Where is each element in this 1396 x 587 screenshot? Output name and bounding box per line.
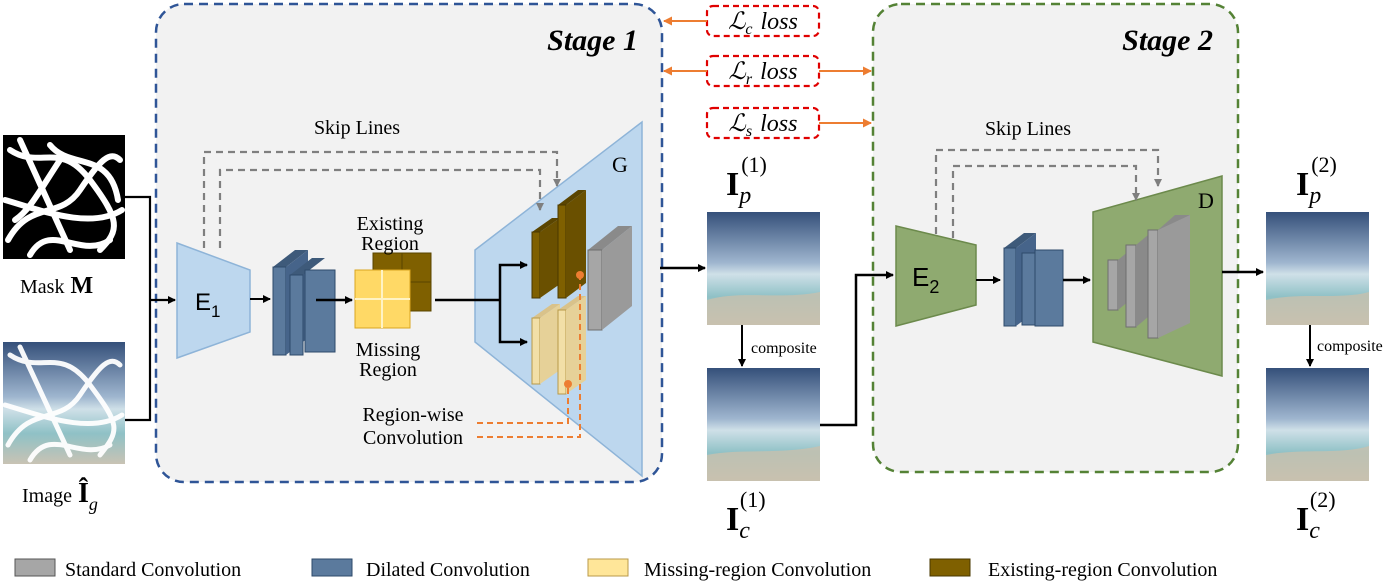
rwc-line-2: [477, 275, 581, 438]
mask-image: [2, 135, 125, 259]
existing-region-label-1: Existing: [357, 213, 424, 235]
output-image-p2: [1266, 212, 1369, 325]
skip-lines-label-stage2: Skip Lines: [985, 118, 1071, 140]
skip-line-inner-s1: [218, 168, 544, 248]
generator-g-label: G: [612, 152, 628, 177]
skip-lines-label-stage1: Skip Lines: [314, 117, 400, 139]
legend-label-existing: Existing-region Convolution: [988, 559, 1217, 581]
output-p2-label: Ip(2): [1296, 152, 1337, 209]
legend-swatch-existing: [929, 558, 971, 577]
existing-conv-blocks: [531, 190, 586, 299]
legend-label-dilated: Dilated Convolution: [366, 559, 530, 581]
standard-conv-g: [587, 226, 632, 331]
existing-region-label-2: Region: [361, 233, 419, 255]
arrow-c1-e2: [820, 271, 894, 427]
composite-label-1: composite: [751, 340, 817, 357]
skip-line-outer-s1: [202, 150, 561, 248]
legend: Standard Convolution Dilated Convolution…: [14, 558, 1217, 581]
encoder-e2-label: E2: [912, 262, 939, 297]
output-image-c1: [707, 368, 820, 481]
legend-swatch-dilated: [311, 558, 353, 577]
output-c2-label: Ic(2): [1296, 487, 1336, 544]
skip-line-outer-s2: [934, 148, 1162, 234]
region-wise-label-2: Convolution: [363, 427, 463, 449]
encoder-e1-label: E1: [195, 289, 220, 321]
missing-region-label-2: Region: [359, 359, 417, 381]
input-join-line: [125, 195, 152, 422]
fork-lower: [498, 300, 528, 346]
encoder-e2: [895, 225, 977, 327]
missing-region-label-1: Missing: [356, 339, 420, 361]
output-image-p1: [707, 212, 820, 325]
decoder-d-label: D: [1198, 188, 1214, 213]
legend-swatch-missing: [587, 558, 629, 577]
stage1-title: Stage 1: [547, 24, 638, 57]
rwc-dot-2: [576, 271, 584, 279]
input-image: [2, 342, 125, 464]
dilated-conv-stage1: [272, 250, 336, 356]
legend-swatch-standard: [14, 558, 56, 577]
fork-upper: [498, 261, 528, 300]
standard-conv-d: [1107, 215, 1190, 339]
output-image-c2: [1266, 368, 1369, 481]
missing-region-grid: [354, 269, 411, 329]
legend-label-missing: Missing-region Convolution: [644, 559, 871, 581]
output-p1-label: Ip(1): [726, 152, 767, 209]
legend-label-standard: Standard Convolution: [65, 559, 241, 581]
composite-label-2: composite: [1317, 338, 1383, 355]
region-wise-label-1: Region-wise: [362, 404, 463, 426]
generator-g: [474, 120, 643, 478]
output-c1-label: Ic(1): [726, 487, 766, 544]
rwc-dot-1: [564, 380, 572, 388]
encoder-e1: [176, 241, 251, 360]
dilated-conv-stage2: [1003, 233, 1064, 327]
skip-line-inner-s2: [951, 164, 1140, 238]
rwc-line-1: [477, 384, 569, 424]
stage2-title: Stage 2: [1122, 24, 1213, 57]
